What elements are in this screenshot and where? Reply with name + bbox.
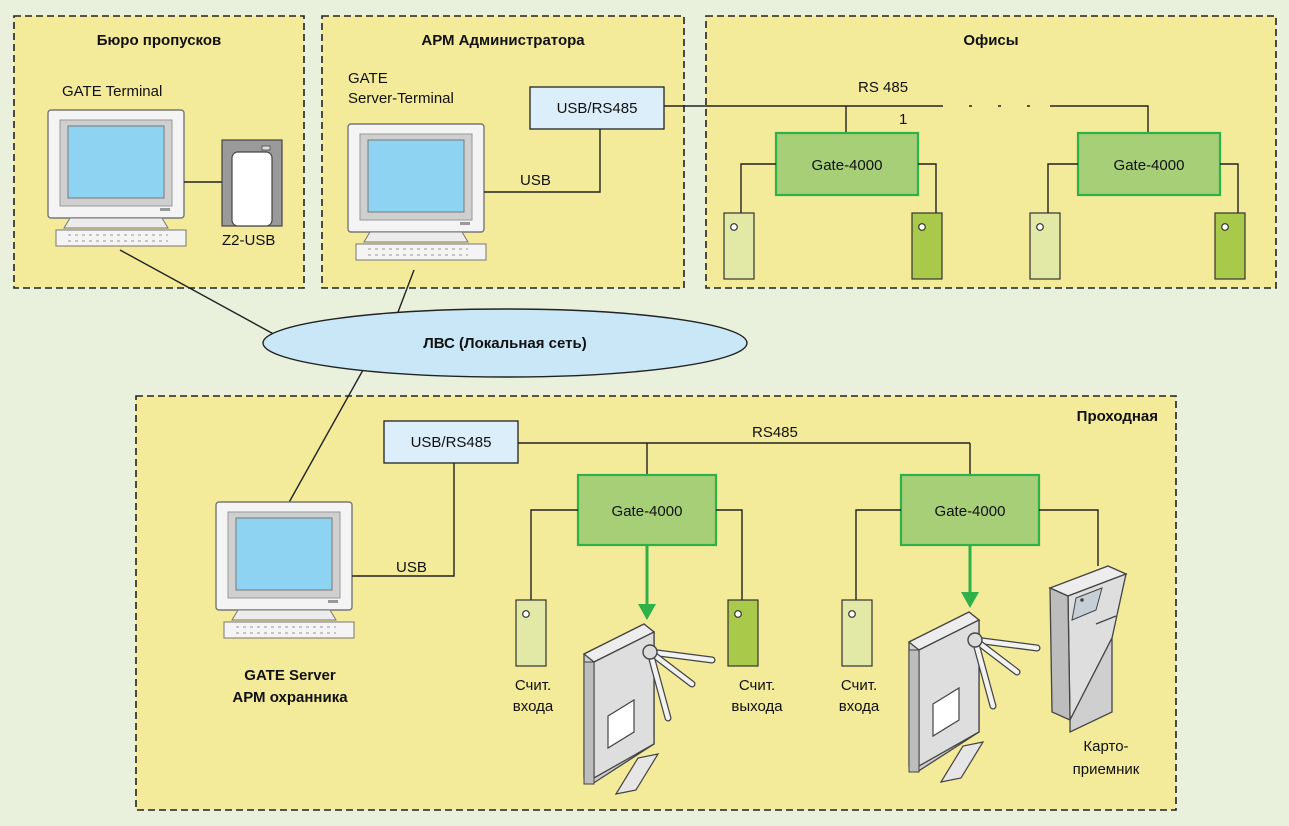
server-terminal-label-line2: Server-Terminal	[348, 90, 454, 107]
lan-link-admin	[394, 269, 415, 321]
lan-link-guard	[286, 369, 364, 507]
arrow-head-turnstile-2	[961, 592, 979, 608]
lan-cloud	[262, 308, 748, 378]
reader-office-1-in	[723, 212, 755, 280]
reader-checkpoint-2-in	[841, 599, 873, 667]
zone-bureau-title: Бюро пропусков	[97, 32, 222, 49]
reader-cp1-in-label-line2: входа	[513, 698, 554, 715]
gate-4000-office-2	[1076, 131, 1222, 197]
rs485-label-offices: RS 485	[858, 79, 908, 96]
gate-server-computer	[215, 501, 355, 639]
server-terminal-label-line1: GATE	[348, 70, 388, 87]
wire-office-1-reader-out	[918, 163, 937, 213]
usb-cable-checkpoint	[352, 463, 455, 577]
card-collector-label-line2: приемник	[1073, 761, 1140, 778]
reader-cp1-out-label-line2: выхода	[731, 698, 783, 715]
gate-4000-checkpoint-2-label: Gate-4000	[935, 503, 1006, 520]
gate-4000-checkpoint-1	[576, 473, 718, 547]
rs485-label-checkpoint: RS485	[752, 424, 798, 441]
usb-rs485-converter-checkpoint	[383, 420, 519, 464]
reader-checkpoint-1-out	[727, 599, 759, 667]
reader-office-2-in	[1029, 212, 1061, 280]
wire-cp1-reader-in	[530, 509, 578, 600]
wire-office-1-reader-in	[740, 163, 776, 213]
wire-cp1-reader-out	[716, 509, 743, 600]
reader-office-1-out	[911, 212, 943, 280]
card-collector-icon	[1048, 565, 1128, 734]
usb-rs485-label-checkpoint: USB/RS485	[411, 434, 492, 451]
gate-4000-checkpoint-1-label: Gate-4000	[612, 503, 683, 520]
gate-terminal-computer	[47, 109, 187, 247]
wire-office-2-reader-in	[1047, 163, 1078, 213]
usb-rs485-label-admin: USB/RS485	[557, 100, 638, 117]
reader-office-2-out	[1214, 212, 1246, 280]
wire-cp2-card-collector	[1039, 509, 1099, 566]
usb-rs485-converter-admin	[529, 86, 665, 130]
wire-cp2-reader-in	[855, 509, 901, 600]
card-collector-label-line1: Карто-	[1083, 738, 1128, 755]
reader-cp2-in-label-line1: Счит.	[841, 677, 877, 694]
arrow-head-turnstile-1	[638, 604, 656, 620]
gate-server-label-line1: GATE Server	[244, 667, 336, 684]
rs485-drop-controller-2	[1050, 105, 1149, 133]
reader-cp2-in-label-line2: входа	[839, 698, 880, 715]
zone-offices-title: Офисы	[963, 32, 1018, 49]
zone-checkpoint-title: Проходная	[1077, 408, 1158, 425]
zone-admin-title: АРМ Администратора	[421, 32, 585, 49]
wire-office-2-reader-out	[1220, 163, 1239, 213]
gate-server-label-line2: АРМ охранника	[232, 689, 348, 706]
server-terminal-computer	[347, 123, 487, 261]
z2-usb-label: Z2-USB	[222, 232, 275, 249]
usb-cable-admin	[484, 129, 601, 193]
bus-index-label: 1	[899, 111, 907, 128]
gate-4000-office-2-label: Gate-4000	[1114, 157, 1185, 174]
gate-4000-office-1	[774, 131, 920, 197]
usb-label-checkpoint: USB	[396, 559, 427, 576]
lan-label: ЛВС (Локальная сеть)	[423, 335, 586, 352]
gate-terminal-label: GATE Terminal	[62, 83, 162, 100]
reader-cp1-out-label-line1: Счит.	[739, 677, 775, 694]
z2-usb-reader-icon	[221, 139, 283, 227]
reader-checkpoint-1-in	[515, 599, 547, 667]
gate-4000-office-1-label: Gate-4000	[812, 157, 883, 174]
lan-link-bureau	[119, 249, 291, 344]
usb-label-admin: USB	[520, 172, 551, 189]
reader-cp1-in-label-line1: Счит.	[515, 677, 551, 694]
